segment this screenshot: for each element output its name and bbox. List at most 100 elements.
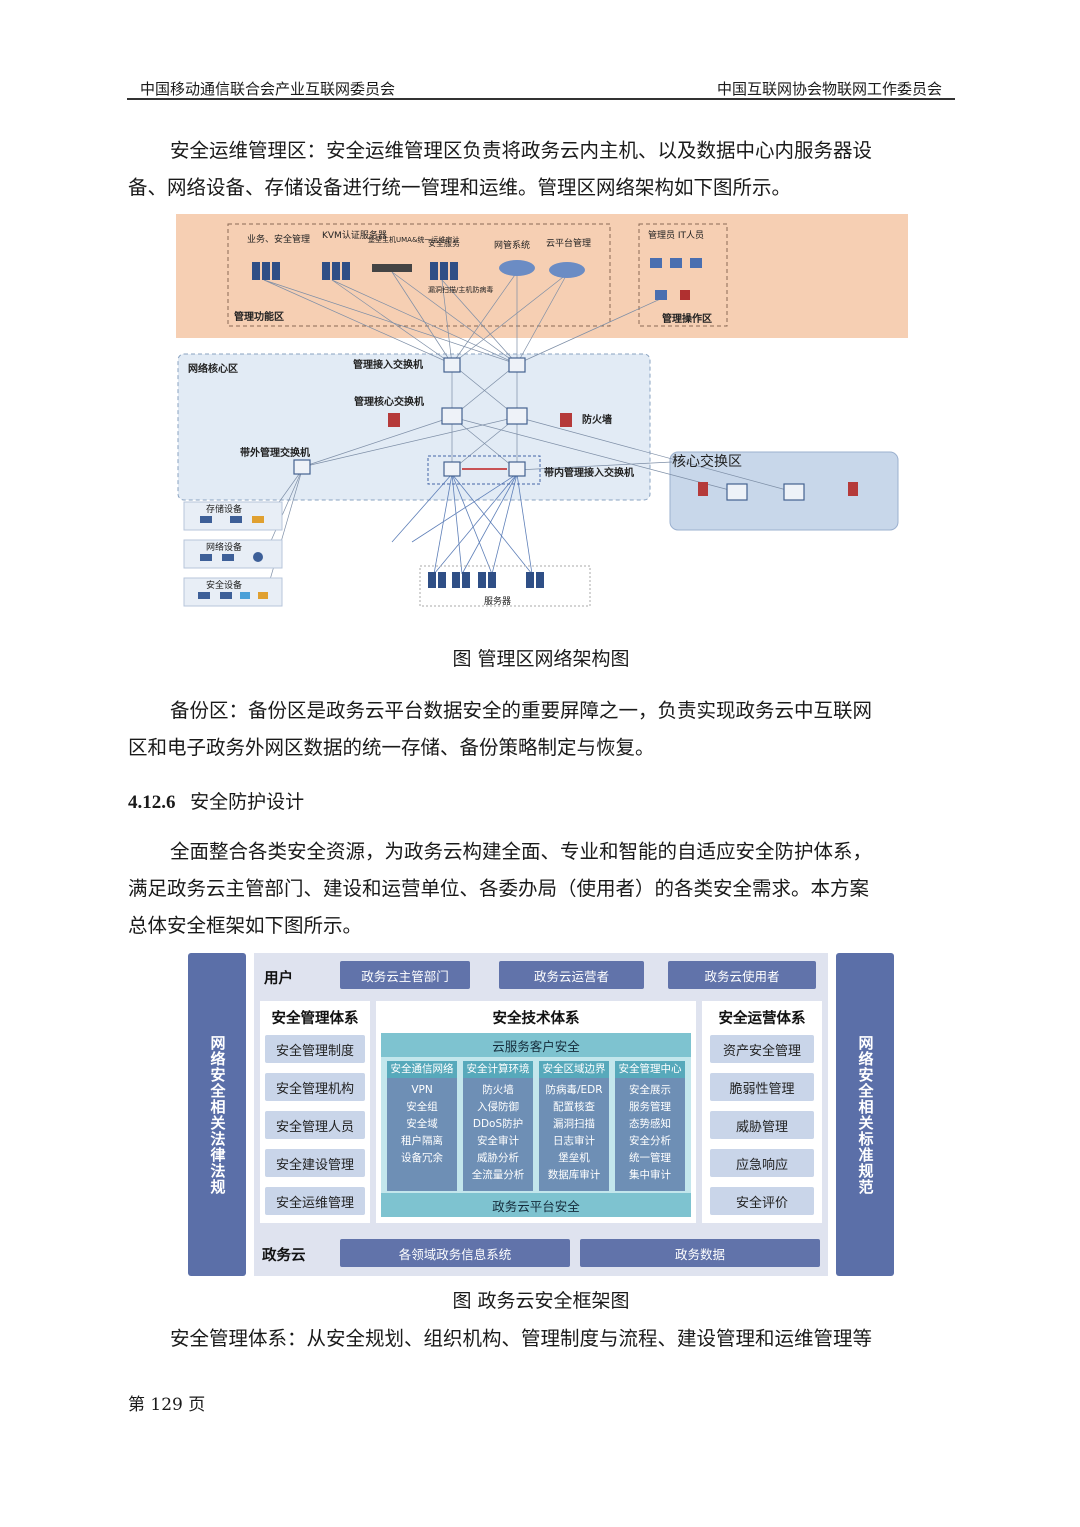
header-rule <box>127 98 955 100</box>
label-nms: 网管系统 <box>494 239 530 251</box>
firewall-icon-2 <box>560 413 572 427</box>
gov-cloud-pill: 各领域政务信息系统 <box>340 1239 570 1267</box>
tech-item: 租户隔离 <box>401 1135 443 1147</box>
tech-item: 安全展示 <box>629 1084 671 1096</box>
label-inband-switch: 带内管理接入交换机 <box>544 466 634 479</box>
text-line: 安全运维管理区：安全运维管理区负责将政务云内主机、以及数据中心内服务器设 <box>170 139 873 162</box>
tech-item: 安全组 <box>406 1101 438 1113</box>
server-icons <box>428 572 544 588</box>
management-item: 安全管理制度 <box>265 1035 365 1063</box>
operation-item: 资产安全管理 <box>710 1035 814 1063</box>
network-diagram: 业务、安全管理 KVM认证服务器 堡垒主机UMA&统一运维审计 安全服务 漏洞扫… <box>176 214 908 607</box>
tech-item: 堡垒机 <box>558 1152 590 1164</box>
paragraph-mgmt-system: 安全管理体系：从安全规划、组织机构、管理制度与流程、建设管理和运维管理等 <box>128 1320 954 1357</box>
tech-item: DDoS防护 <box>472 1118 524 1130</box>
text-line: 区和电子政务外网区数据的统一存储、备份策略制定与恢复。 <box>128 736 655 759</box>
label-mgmt-operation-zone: 管理操作区 <box>662 312 712 325</box>
label-security-service: 安全服务 <box>428 238 460 248</box>
management-item: 安全管理机构 <box>265 1073 365 1101</box>
header-left: 中国移动通信联合会产业互联网委员会 <box>140 80 396 98</box>
platform-security-bar: 政务云平台安全 <box>381 1193 691 1217</box>
tech-item: 漏洞扫描 <box>553 1118 595 1130</box>
label-storage: 存储设备 <box>206 503 242 515</box>
device-icons <box>198 516 268 599</box>
label-vuln-scan: 漏洞扫描/主机防病毒 <box>428 285 493 294</box>
user-pill: 政务云运营者 <box>499 961 644 989</box>
right-side-standards: 网络安全相关标准规范 <box>836 953 894 1276</box>
tech-item: 数据库审计 <box>547 1169 601 1181</box>
label-core-switch-zone: 核心交换区 <box>672 453 742 470</box>
label-business-mgmt: 业务、安全管理 <box>247 233 310 245</box>
user-pill: 政务云使用者 <box>668 961 816 989</box>
text-line: 总体安全框架如下图所示。 <box>128 914 363 937</box>
label-mgmt-function-zone: 管理功能区 <box>234 310 284 323</box>
mgmt-top-band <box>176 214 908 338</box>
paragraph-backup-zone: 备份区：备份区是政务云平台数据安全的重要屏障之一，负责实现政务云中互联网 区和电… <box>128 692 954 766</box>
tech-item: 集中审计 <box>629 1169 671 1181</box>
label-mgmt-access-switch: 管理接入交换机 <box>353 358 423 371</box>
tech-col-boundary: 安全区域边界 防病毒/EDR 配置核查 漏洞扫描 日志审计 堡垒机 数据库审计 <box>539 1061 609 1191</box>
connection-lines <box>263 271 795 591</box>
label-network-core: 网络核心区 <box>188 362 238 375</box>
figure1-caption: 图 管理区网络架构图 <box>452 648 630 670</box>
tech-item: 配置核查 <box>553 1101 595 1113</box>
text-line: 备、网络设备、存储设备进行统一管理和运维。管理区网络架构如下图所示。 <box>128 176 792 199</box>
label-oob-switch: 带外管理交换机 <box>240 446 310 459</box>
label-firewall: 防火墙 <box>582 413 612 426</box>
gov-cloud-pill: 政务数据 <box>580 1239 820 1267</box>
label-network-devices: 网络设备 <box>206 541 242 553</box>
label-security-devices: 安全设备 <box>206 579 242 591</box>
tech-col-network: 安全通信网络 VPN 安全组 安全域 租户隔离 设备冗余 <box>387 1061 457 1191</box>
figure2-caption: 图 政务云安全框架图 <box>452 1290 630 1312</box>
label-servers: 服务器 <box>484 595 511 607</box>
gov-cloud-label: 政务云 <box>262 1248 306 1264</box>
tech-col-header: 安全区域边界 <box>539 1061 609 1078</box>
tech-col-header: 安全通信网络 <box>387 1061 457 1078</box>
firewall-icon <box>388 413 400 427</box>
tech-item: 态势感知 <box>629 1118 671 1130</box>
label-mgmt-core-switch: 管理核心交换机 <box>354 395 424 408</box>
technology-column: 安全技术体系 云服务客户安全 安全通信网络 VPN 安全组 安全域 租户隔离 设… <box>376 1001 696 1223</box>
server-links <box>391 473 533 575</box>
text-line: 全面整合各类安全资源，为政务云构建全面、专业和智能的自适应安全防护体系， <box>170 840 873 863</box>
tech-item: 安全审计 <box>477 1135 519 1147</box>
management-item: 安全运维管理 <box>265 1187 365 1215</box>
user-pill: 政务云主管部门 <box>340 961 470 989</box>
tech-item: 设备冗余 <box>401 1152 443 1164</box>
tech-col-header: 安全管理中心 <box>615 1061 685 1078</box>
tech-item: 日志审计 <box>553 1135 595 1147</box>
label-kvm: KVM认证服务器 <box>322 229 387 241</box>
cloud-mgmt-icon <box>549 262 585 278</box>
label-bastion: 堡垒主机UMA&统一运维审计 <box>368 235 459 244</box>
cloud-customer-security-bar: 云服务客户安全 <box>381 1033 691 1057</box>
switches <box>293 357 805 501</box>
operation-column: 安全运营体系 资产安全管理 脆弱性管理 威胁管理 应急响应 安全评价 <box>702 1001 822 1223</box>
label-cloud-mgmt: 云平台管理 <box>546 237 591 249</box>
users-label: 用户 <box>264 971 293 987</box>
section-number: 4.12.6 <box>128 792 176 813</box>
paragraph-ops-zone: 安全运维管理区：安全运维管理区负责将政务云内主机、以及数据中心内服务器设 备、网… <box>128 132 954 206</box>
left-side-laws: 网络安全相关法律法规 <box>188 953 246 1276</box>
section-heading: 4.12.6 安全防护设计 <box>128 787 304 814</box>
tech-item: 安全域 <box>406 1118 438 1130</box>
tech-item: 防病毒/EDR <box>545 1084 603 1096</box>
operation-item: 威胁管理 <box>710 1111 814 1139</box>
management-column: 安全管理体系 安全管理制度 安全管理机构 安全管理人员 安全建设管理 安全运维管… <box>260 1001 370 1223</box>
text-line: 满足政务云主管部门、建设和运营单位、各委办局（使用者）的各类安全需求。本方案 <box>128 877 870 900</box>
framework-body: 用户 政务云主管部门 政务云运营者 政务云使用者 安全管理体系 安全管理制度 安… <box>254 953 828 1276</box>
management-title: 安全管理体系 <box>271 1011 359 1027</box>
tech-item: 服务管理 <box>629 1101 671 1113</box>
server-racks <box>252 262 458 280</box>
nms-icon <box>499 260 535 276</box>
header-right: 中国互联网协会物联网工作委员会 <box>716 80 942 98</box>
operation-item: 安全评价 <box>710 1187 814 1215</box>
text-line: 安全管理体系：从安全规划、组织机构、管理制度与流程、建设管理和运维管理等 <box>170 1327 873 1350</box>
technology-title: 安全技术体系 <box>492 1011 580 1027</box>
technology-body: 云服务客户安全 安全通信网络 VPN 安全组 安全域 租户隔离 设备冗余 安全计… <box>381 1033 691 1217</box>
tech-col-mgmt-center: 安全管理中心 安全展示 服务管理 态势感知 安全分析 统一管理 集中审计 <box>615 1061 685 1191</box>
page-number: 第 129 页 <box>128 1395 206 1415</box>
paragraph-security-design: 全面整合各类安全资源，为政务云构建全面、专业和智能的自适应安全防护体系， 满足政… <box>128 833 954 944</box>
operation-item: 应急响应 <box>710 1149 814 1177</box>
figure-security-framework: 网络安全相关法律法规 网络安全相关标准规范 用户 政务云主管部门 政务云运营者 … <box>188 953 894 1276</box>
server-group <box>419 565 591 607</box>
